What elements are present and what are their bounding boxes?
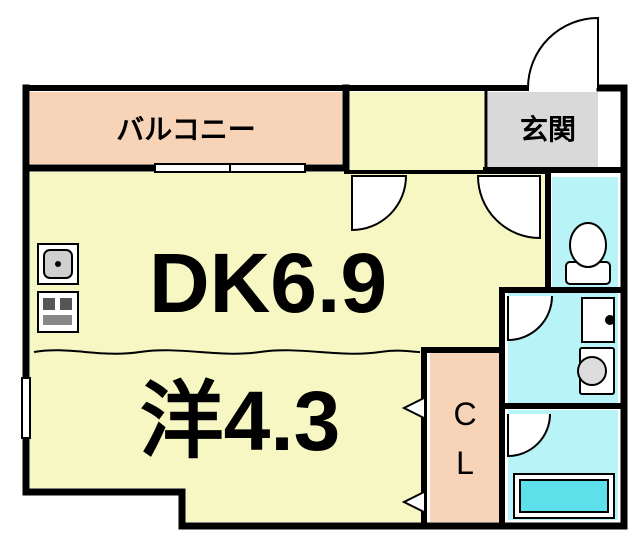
- closet-area: [430, 352, 500, 522]
- dk-western-floor: [30, 172, 548, 522]
- balcony-label: バルコニー: [116, 113, 255, 146]
- washbasin-icon: [577, 347, 615, 395]
- entrance-hall-area: [350, 92, 485, 170]
- bathtub-icon: [513, 473, 615, 519]
- western-room-label: 洋4.3: [140, 374, 341, 468]
- side-window: [21, 377, 31, 439]
- washing-machine-space: [581, 297, 615, 343]
- balcony-area: [30, 92, 342, 164]
- closet-door-marks: [401, 397, 425, 513]
- toilet-icon: [565, 222, 611, 285]
- closet-label-c: C: [453, 396, 476, 432]
- kitchen-sink-icon: [37, 243, 79, 285]
- dk-room-label: DK6.9: [149, 236, 387, 330]
- closet-label-l: L: [456, 445, 474, 481]
- balcony-window: [154, 163, 306, 173]
- entry-door-swing: [527, 16, 599, 89]
- genkan-area: [488, 92, 598, 170]
- stove-icon: [37, 291, 79, 333]
- entrance-label: 玄関: [520, 113, 576, 146]
- door-swings: [351, 175, 553, 458]
- room-divider-line: [33, 349, 421, 355]
